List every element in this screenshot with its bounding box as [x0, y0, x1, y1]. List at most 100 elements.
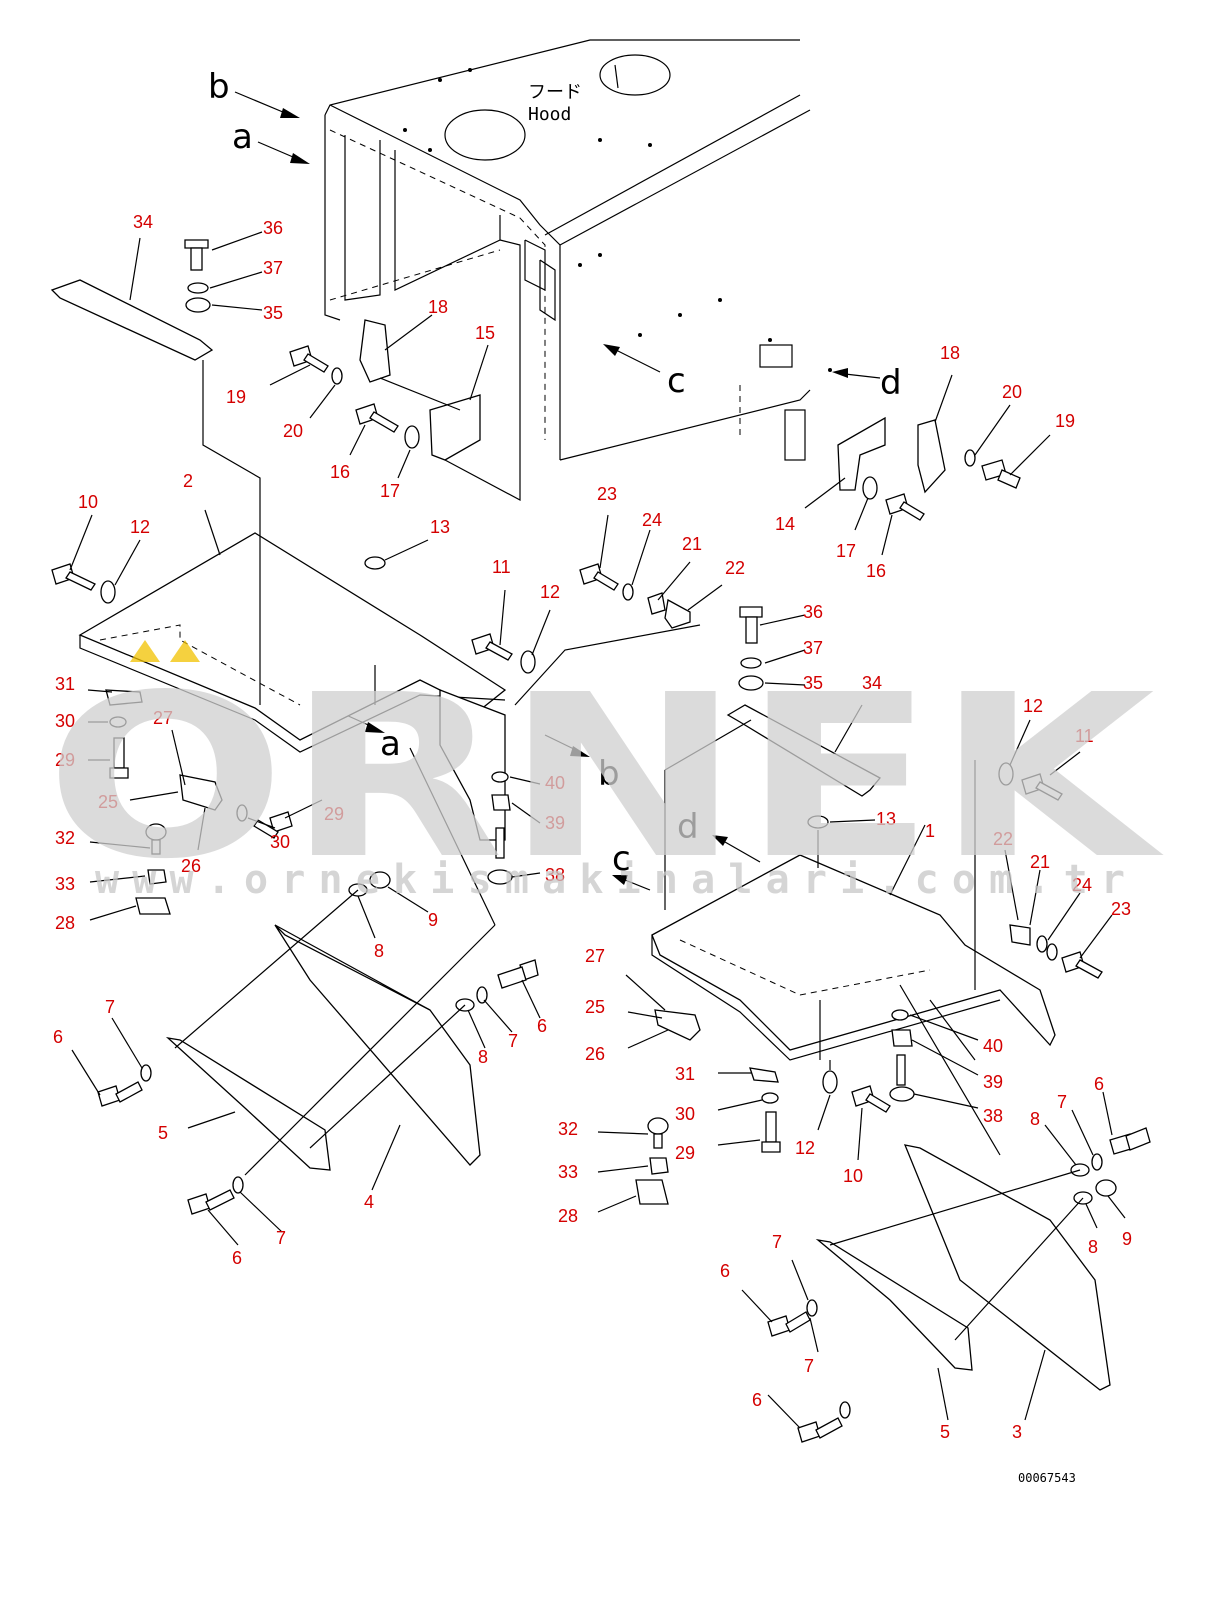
callout-label: 15	[475, 323, 495, 343]
left-mudflap	[97, 871, 539, 1215]
callout-label: 39	[983, 1072, 1003, 1092]
callout-label: 7	[105, 997, 115, 1017]
callout-label: 13	[876, 809, 896, 829]
callout-label: 7	[276, 1228, 286, 1248]
callout-label: 23	[597, 484, 617, 504]
callout-label: 31	[675, 1064, 695, 1084]
callout-label: 36	[263, 218, 283, 238]
callout-label: 40	[545, 773, 565, 793]
callout-label: 14	[775, 514, 795, 534]
callout-label: 10	[843, 1166, 863, 1186]
callout-label: 22	[725, 558, 745, 578]
callout-label: 37	[263, 258, 283, 278]
right-bracket-34	[726, 606, 882, 797]
callout-label: 21	[682, 534, 702, 554]
callout-label: 23	[1111, 899, 1131, 919]
callout-label: 29	[324, 804, 344, 824]
callout-label: 25	[98, 792, 118, 812]
small-parts-right	[635, 1009, 915, 1205]
callout-label: 24	[642, 510, 662, 530]
callout-label: 1	[925, 821, 935, 841]
callout-label: 11	[1075, 726, 1094, 746]
right-fender-cover	[651, 762, 1103, 1061]
callout-label: 21	[1030, 852, 1050, 872]
callout-label: 26	[585, 1044, 605, 1064]
callout-label: 26	[181, 856, 201, 876]
callout-label: 25	[585, 997, 605, 1017]
callout-label: 28	[55, 913, 75, 933]
callout-label: 9	[1122, 1229, 1132, 1249]
view-arrows	[234, 91, 881, 891]
callout-label: 33	[55, 874, 75, 894]
callout-label: 16	[866, 561, 886, 581]
callout-label: 40	[983, 1036, 1003, 1056]
callout-label: 12	[130, 517, 150, 537]
callout-label: 6	[537, 1016, 547, 1036]
view-letter-c: c	[667, 361, 686, 401]
callout-label: 5	[940, 1422, 950, 1442]
view-letter-c-2: c	[612, 839, 631, 879]
callout-label: 12	[1023, 696, 1043, 716]
view-letter-d: d	[880, 363, 902, 403]
view-letter-d-2: d	[677, 807, 699, 847]
callout-label: 10	[78, 492, 98, 512]
callout-label: 6	[720, 1261, 730, 1281]
callout-label: 6	[1094, 1074, 1104, 1094]
callout-label: 6	[53, 1027, 63, 1047]
callout-label: 4	[364, 1192, 374, 1212]
callout-numbers: 34 36 37 35 18 15 19 20 16 17 2 10 12 13…	[53, 212, 1132, 1442]
callout-label: 17	[380, 481, 400, 501]
callout-label: 2	[183, 471, 193, 491]
callout-label: 38	[983, 1106, 1003, 1126]
callout-label: 30	[270, 832, 290, 852]
callout-label: 8	[1088, 1237, 1098, 1257]
callout-label: 39	[545, 813, 565, 833]
callout-label: 33	[558, 1162, 578, 1182]
callout-label: 37	[803, 638, 823, 658]
hood-label-en: Hood	[528, 104, 571, 125]
callout-label: 17	[836, 541, 856, 561]
latch-15-18-left	[359, 319, 481, 461]
callout-label: 3	[1012, 1422, 1022, 1442]
callout-label: 20	[1002, 382, 1022, 402]
callout-label: 36	[803, 602, 823, 622]
callout-label: 29	[55, 750, 75, 770]
callout-label: 30	[55, 711, 75, 731]
callout-label: 28	[558, 1206, 578, 1226]
callout-label: 5	[158, 1123, 168, 1143]
callout-label: 9	[428, 910, 438, 930]
callout-label: 7	[772, 1232, 782, 1252]
view-letter-a-2: a	[380, 724, 401, 764]
callout-label: 6	[752, 1390, 762, 1410]
callout-label: 20	[283, 421, 303, 441]
callout-label: 31	[55, 674, 75, 694]
callout-label: 27	[585, 946, 605, 966]
callout-label: 11	[492, 557, 511, 577]
callout-label: 7	[508, 1031, 518, 1051]
callout-label: 34	[133, 212, 153, 232]
callout-label: 19	[1055, 411, 1075, 431]
left-bracket-34	[50, 279, 214, 361]
callout-label: 29	[675, 1143, 695, 1163]
callout-label: 19	[226, 387, 246, 407]
callout-label: 32	[558, 1119, 578, 1139]
drawing-code: 00067543	[1018, 1471, 1076, 1485]
callout-label: 12	[540, 582, 560, 602]
callout-label: 16	[330, 462, 350, 482]
hood-frame	[324, 39, 832, 461]
view-letter-a: a	[232, 117, 253, 157]
hood-label-jp: フード	[528, 82, 582, 103]
callout-label: 6	[232, 1248, 242, 1268]
callout-label: 27	[153, 708, 173, 728]
callout-label: 8	[478, 1047, 488, 1067]
callout-label: 35	[263, 303, 283, 323]
callout-label: 38	[545, 865, 565, 885]
right-mudflap	[767, 1127, 1151, 1443]
callout-label: 24	[1072, 875, 1092, 895]
callout-label: 18	[940, 343, 960, 363]
view-letter-b-2: b	[598, 754, 620, 794]
callout-label: 22	[993, 829, 1013, 849]
callout-label: 18	[428, 297, 448, 317]
callout-label: 35	[803, 673, 823, 693]
callout-label: 7	[1057, 1092, 1067, 1112]
